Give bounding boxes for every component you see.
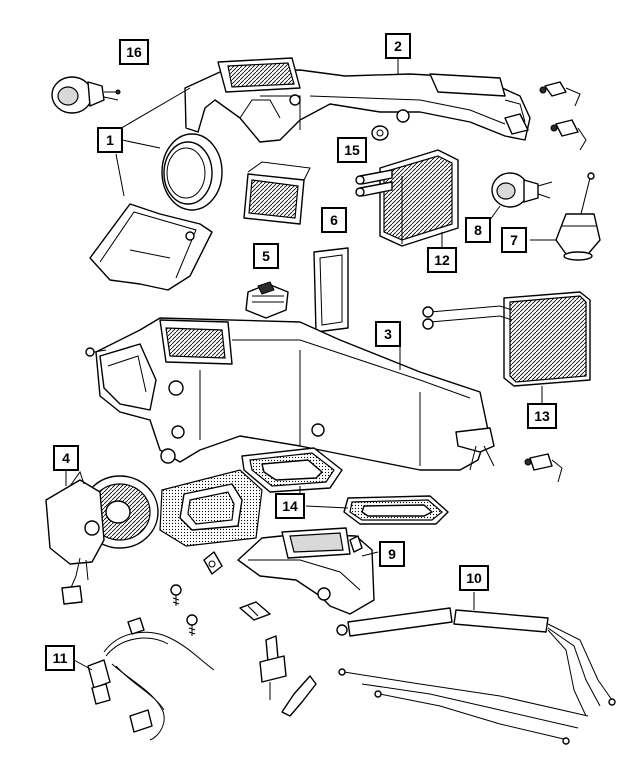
foam-seal bbox=[159, 469, 263, 547]
actuator-part-8 bbox=[491, 172, 553, 208]
callout-1-label: 1 bbox=[106, 132, 114, 148]
clip-lower bbox=[239, 601, 271, 621]
callout-3: 3 bbox=[375, 321, 401, 347]
callout-15: 15 bbox=[337, 137, 367, 163]
callout-6: 6 bbox=[321, 207, 347, 233]
grommet-part-15 bbox=[371, 125, 389, 141]
temperature-sensor bbox=[259, 635, 317, 717]
wiring-harness-part-11 bbox=[87, 617, 215, 741]
callout-10-label: 10 bbox=[466, 570, 482, 586]
callout-14-label: 14 bbox=[282, 498, 298, 514]
callout-4-label: 4 bbox=[62, 450, 70, 466]
callout-11-label: 11 bbox=[53, 650, 68, 666]
vacuum-actuator-part-16 bbox=[51, 76, 121, 114]
leader-1-seal bbox=[121, 139, 161, 149]
screw-b bbox=[186, 614, 198, 636]
callout-6-label: 6 bbox=[330, 212, 338, 228]
leader-1-upper bbox=[117, 87, 191, 131]
callout-11: 11 bbox=[45, 645, 75, 671]
callout-14: 14 bbox=[275, 493, 305, 519]
gasket-part-14-lower bbox=[343, 495, 449, 525]
callout-7: 7 bbox=[501, 227, 527, 253]
leader-1-cover bbox=[115, 153, 125, 197]
callout-5-label: 5 bbox=[262, 248, 270, 264]
callout-8-label: 8 bbox=[474, 222, 482, 238]
callout-4: 4 bbox=[53, 445, 79, 471]
callout-5: 5 bbox=[253, 243, 279, 269]
ac-line-set-part-10 bbox=[336, 607, 616, 745]
callout-1: 1 bbox=[97, 127, 123, 153]
vacuum-motor-part-7 bbox=[555, 172, 601, 261]
blower-cover-part-1 bbox=[89, 203, 213, 291]
callout-9: 9 bbox=[379, 541, 405, 567]
callout-15-label: 15 bbox=[344, 142, 360, 158]
callout-9-label: 9 bbox=[388, 546, 396, 562]
callout-16-label: 16 bbox=[126, 44, 142, 60]
callout-13: 13 bbox=[527, 403, 557, 429]
heater-core-part-12 bbox=[355, 149, 459, 247]
callout-3-label: 3 bbox=[384, 326, 392, 342]
air-inlet-frame bbox=[243, 161, 311, 225]
blower-motor-part-4 bbox=[45, 470, 159, 605]
leader-9 bbox=[361, 551, 379, 557]
gasket-part-14-upper bbox=[241, 447, 343, 493]
clip-upper bbox=[203, 551, 223, 575]
callout-13-label: 13 bbox=[534, 408, 550, 424]
callout-2-label: 2 bbox=[394, 38, 402, 54]
leader-lines bbox=[65, 58, 556, 671]
upper-duct-housing-part-2 bbox=[184, 57, 531, 143]
callout-10: 10 bbox=[459, 565, 489, 591]
leader-11 bbox=[73, 659, 93, 671]
screw-a bbox=[170, 584, 182, 606]
callout-12-label: 12 bbox=[434, 252, 450, 268]
defroster-duct-part-9 bbox=[237, 527, 375, 615]
callout-2: 2 bbox=[385, 33, 411, 59]
callout-8: 8 bbox=[465, 217, 491, 243]
callout-7-label: 7 bbox=[510, 232, 518, 248]
blower-seal-part-1 bbox=[161, 133, 223, 211]
evaporator-part-13 bbox=[422, 291, 591, 387]
main-housing-part-3 bbox=[85, 317, 495, 471]
callout-16: 16 bbox=[119, 39, 149, 65]
vacuum-connector-c bbox=[524, 453, 563, 483]
vacuum-connector-b bbox=[550, 119, 587, 151]
seal-part-6 bbox=[313, 247, 349, 333]
vacuum-connector-a bbox=[539, 81, 581, 107]
callout-12: 12 bbox=[427, 247, 457, 273]
resistor-part-5 bbox=[245, 281, 289, 319]
